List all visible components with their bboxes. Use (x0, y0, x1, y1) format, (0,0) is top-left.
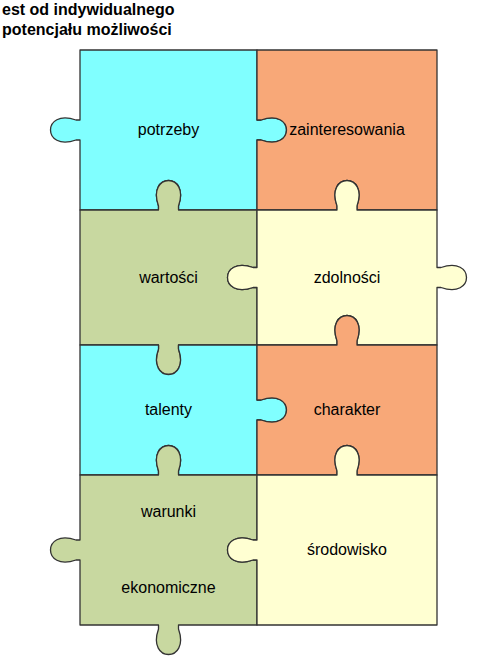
puzzle-shape (80, 345, 287, 475)
piece-label: potrzeby (94, 120, 244, 140)
piece-label: środowisko (272, 540, 422, 560)
puzzle-shape (51, 446, 258, 655)
piece-label: wartości (94, 268, 244, 288)
puzzle-piece: wartości (80, 210, 257, 345)
piece-label: charakter (272, 400, 422, 420)
title: est od indywidualnego potencjału możliwo… (2, 0, 217, 40)
puzzle-shape (228, 446, 438, 626)
piece-label: zdolności (272, 268, 422, 288)
piece-label: talenty (94, 400, 244, 420)
puzzle-piece: środowisko (257, 475, 437, 625)
piece-label: warunki ekonomiczne (109, 474, 229, 626)
piece-label: zainteresowania (267, 120, 427, 140)
